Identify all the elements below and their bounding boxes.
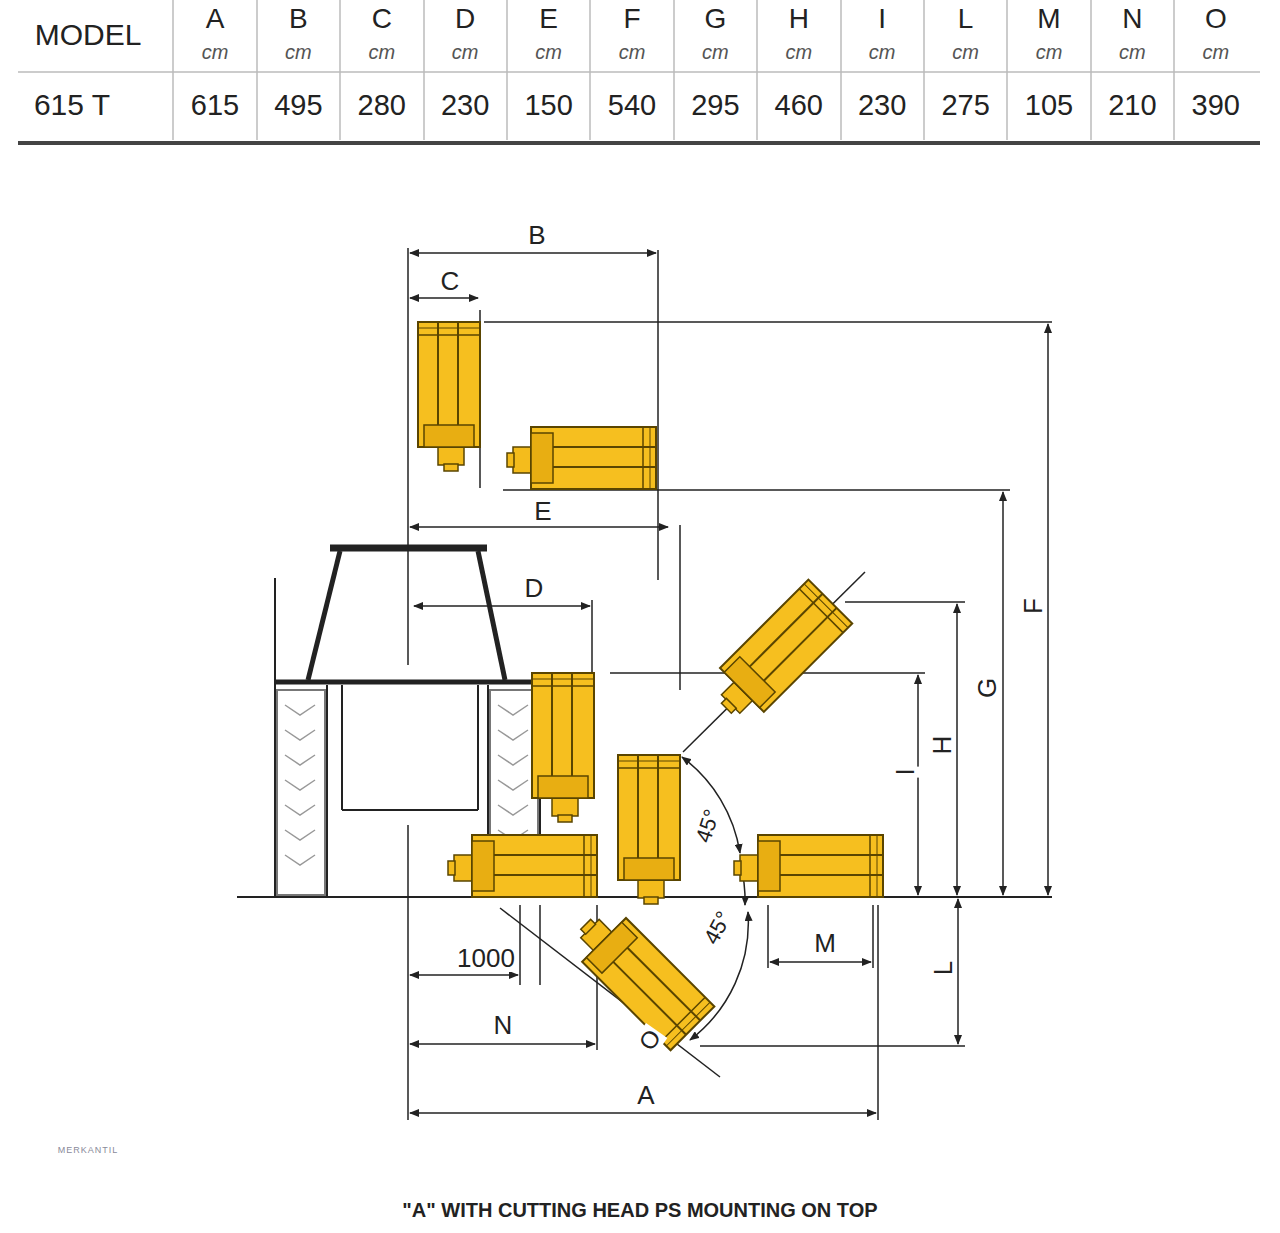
watermark: MERKANTIL: [58, 1146, 119, 1155]
table-cell: F: [623, 5, 640, 33]
table-cell: cm: [952, 42, 979, 62]
table-cell: I: [878, 5, 886, 33]
table-cell: 280: [358, 91, 406, 120]
dimension-label: D: [523, 574, 546, 602]
table-cell: L: [958, 5, 974, 33]
table-cell: cm: [1202, 42, 1229, 62]
table-cell: cm: [535, 42, 562, 62]
table-cell: 615: [191, 91, 239, 120]
table-cell: 210: [1108, 91, 1156, 120]
dimension-label: I: [891, 766, 919, 777]
table-cell: cm: [202, 42, 229, 62]
table-cell: D: [455, 5, 475, 33]
dimension-label: L: [929, 959, 957, 977]
caption: "A" WITH CUTTING HEAD PS MOUNTING ON TOP: [402, 1200, 877, 1220]
table-cell: 230: [858, 91, 906, 120]
table-cell: 275: [941, 91, 989, 120]
table-cell: 230: [441, 91, 489, 120]
dimension-label: 45°: [699, 906, 738, 950]
dimension-label: E: [532, 497, 553, 525]
table-cell: 615 T: [34, 90, 110, 120]
dimension-label: 1000: [455, 944, 517, 972]
table-cell: 150: [524, 91, 572, 120]
table-cell: M: [1037, 5, 1060, 33]
table-cell: 495: [274, 91, 322, 120]
dimension-label: H: [928, 734, 956, 757]
table-cell: 390: [1192, 91, 1240, 120]
table-cell: A: [206, 5, 225, 33]
table-cell: cm: [452, 42, 479, 62]
table-cell: cm: [285, 42, 312, 62]
table-cell: cm: [1119, 42, 1146, 62]
table-cell: cm: [702, 42, 729, 62]
table-cell: N: [1122, 5, 1142, 33]
table-cell: C: [372, 5, 392, 33]
dimension-label: 45°: [691, 805, 725, 848]
dimension-label: A: [635, 1081, 656, 1109]
dimension-label: M: [812, 929, 838, 957]
table-cell: 540: [608, 91, 656, 120]
dimension-label: C: [439, 267, 462, 295]
dimension-label: N: [492, 1011, 515, 1039]
table-cell: cm: [785, 42, 812, 62]
table-cell: 460: [775, 91, 823, 120]
dimension-label: F: [1019, 596, 1047, 616]
table-cell: O: [1205, 5, 1227, 33]
table-cell: G: [705, 5, 727, 33]
dimension-label: G: [973, 676, 1001, 700]
dimension-label: B: [526, 221, 547, 249]
table-cell: MODEL: [35, 20, 142, 50]
table-cell: H: [789, 5, 809, 33]
table-cell: 105: [1025, 91, 1073, 120]
table-cell: E: [539, 5, 558, 33]
table-cell: cm: [1036, 42, 1063, 62]
table-cell: cm: [869, 42, 896, 62]
table-cell: 295: [691, 91, 739, 120]
table-cell: cm: [619, 42, 646, 62]
table-cell: cm: [368, 42, 395, 62]
table-cell: B: [289, 5, 308, 33]
